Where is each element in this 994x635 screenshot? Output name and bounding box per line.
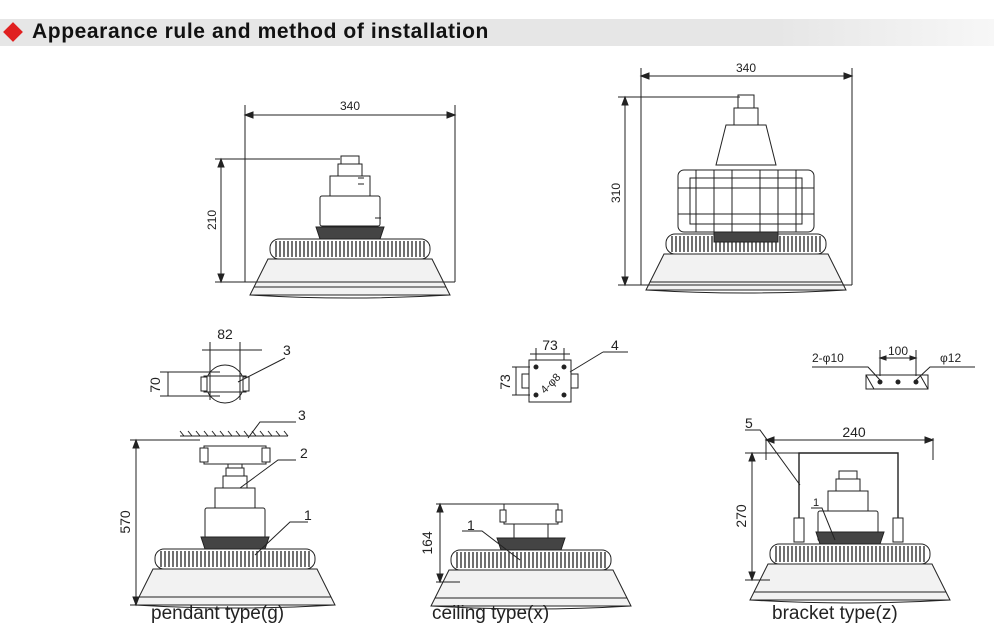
bracket-callout: 5: [745, 415, 753, 431]
ceiling-type-drawing: [430, 502, 632, 610]
ceiling-caption: ceiling type(x): [432, 603, 550, 624]
ceiling-box-height: 73: [497, 374, 513, 390]
bracket-holes-left: 2-φ10: [812, 351, 844, 365]
ceiling-callout: 4: [611, 337, 619, 353]
cage-width-dim: 340: [736, 61, 756, 75]
pendant-callout: 1: [304, 507, 312, 523]
ceiling-box-width: 73: [542, 337, 558, 353]
bracket-callout: 1: [813, 497, 819, 509]
bracket-detail-drawing: [812, 350, 975, 390]
pendant-detail-width: 82: [217, 326, 233, 342]
ceiling-callout: 1: [467, 517, 475, 533]
front-view-drawing: [215, 105, 457, 299]
pendant-callout: 3: [283, 342, 291, 358]
bracket-width-dim: 240: [842, 424, 866, 440]
pendant-caption: pendant type(g): [151, 603, 285, 624]
pendant-total-height: 570: [117, 510, 133, 534]
section-header: Appearance rule and method of installati…: [0, 16, 994, 48]
bracket-spacing: 100: [888, 344, 908, 358]
bracket-type-drawing: [745, 429, 951, 604]
pendant-detail-height: 70: [147, 377, 163, 393]
pendant-detail-drawing: [160, 342, 286, 404]
pendant-callout: 2: [300, 445, 308, 461]
ceiling-total-height: 164: [419, 531, 435, 555]
bracket-holes-right: φ12: [940, 351, 961, 365]
ceiling-detail-drawing: [512, 348, 628, 403]
cage-view-drawing: [618, 68, 854, 294]
pendant-callout: 3: [298, 407, 306, 423]
bracket-height-dim: 270: [733, 504, 749, 528]
front-height-dim: 210: [205, 210, 219, 230]
cage-height-dim: 310: [609, 183, 623, 203]
section-title: Appearance rule and method of installati…: [32, 20, 489, 43]
header-bar: [0, 19, 994, 46]
bracket-caption: bracket type(z): [772, 603, 898, 624]
front-width-dim: 340: [340, 99, 360, 113]
pendant-type-drawing: [130, 421, 336, 609]
